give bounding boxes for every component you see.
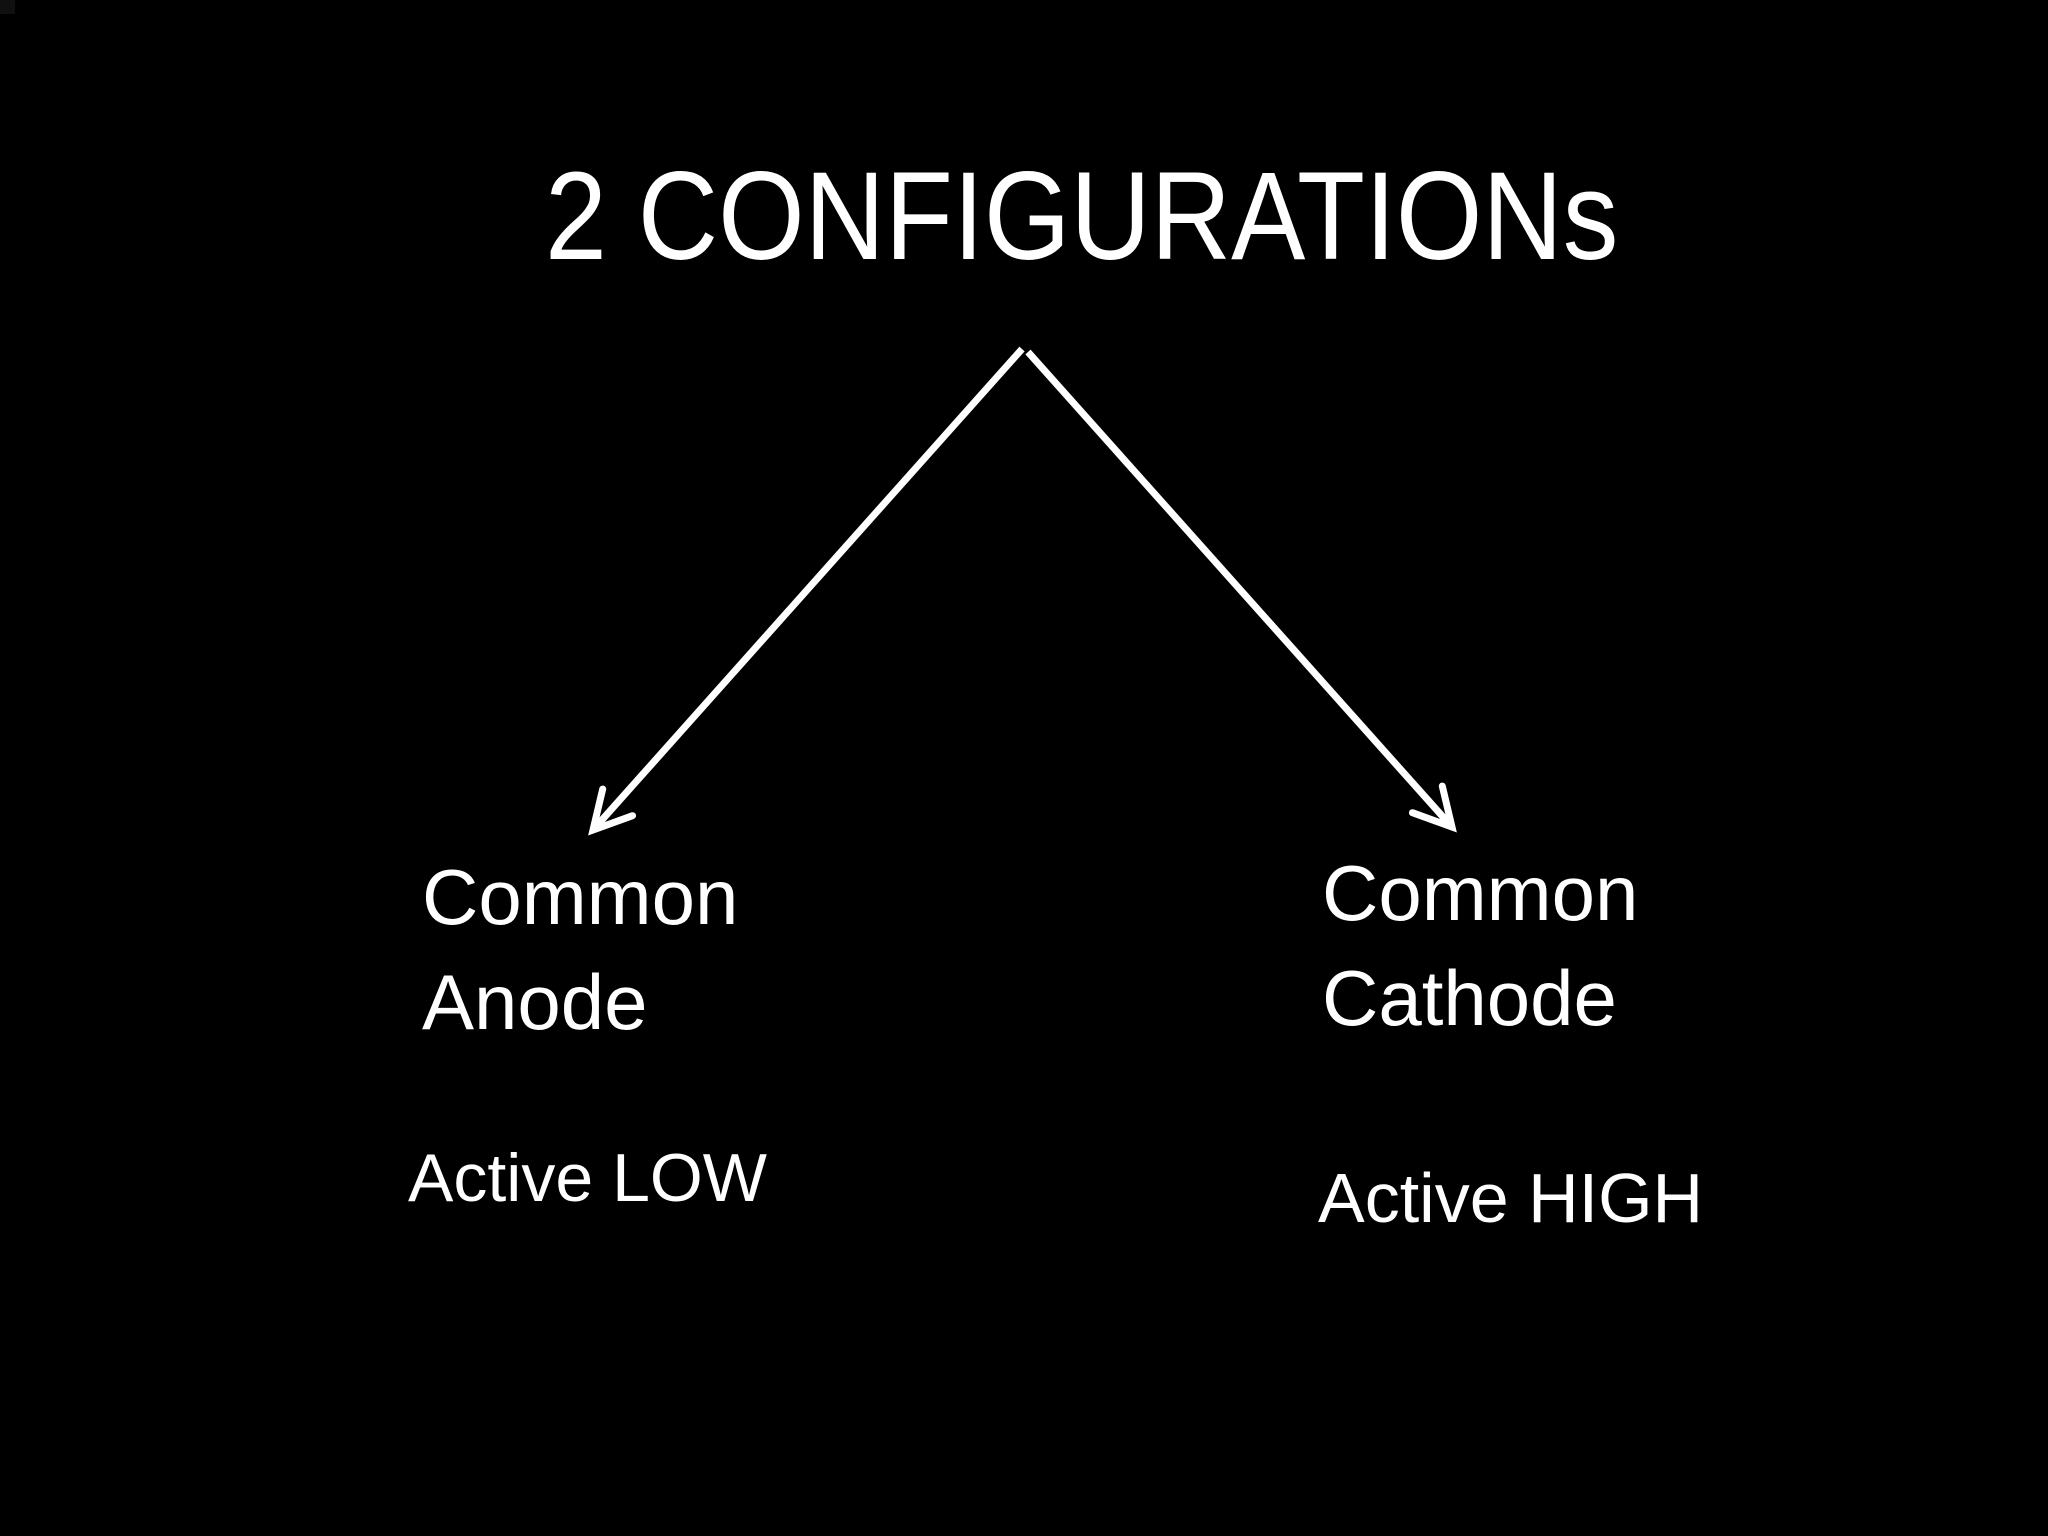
branch-label-line: Anode: [422, 958, 648, 1047]
branch-note-active-high: Active HIGH: [1318, 1159, 1704, 1237]
corner-artifact: [0, 0, 15, 14]
branch-label-line: Common: [1322, 849, 1639, 937]
slide-title: 2 CONFIGURATIONs: [545, 147, 1619, 286]
branch-label-common-anode: Common Anode: [422, 845, 738, 1056]
branch-label-common-cathode: Common Cathode: [1322, 841, 1638, 1052]
branch-label-line: Cathode: [1322, 954, 1617, 1043]
branch-note-active-low: Active LOW: [408, 1140, 767, 1216]
branch-label-line: Common: [422, 853, 739, 941]
arrow-to-common-cathode: [1025, 349, 1457, 833]
arrow-to-common-anode: [588, 346, 1025, 836]
